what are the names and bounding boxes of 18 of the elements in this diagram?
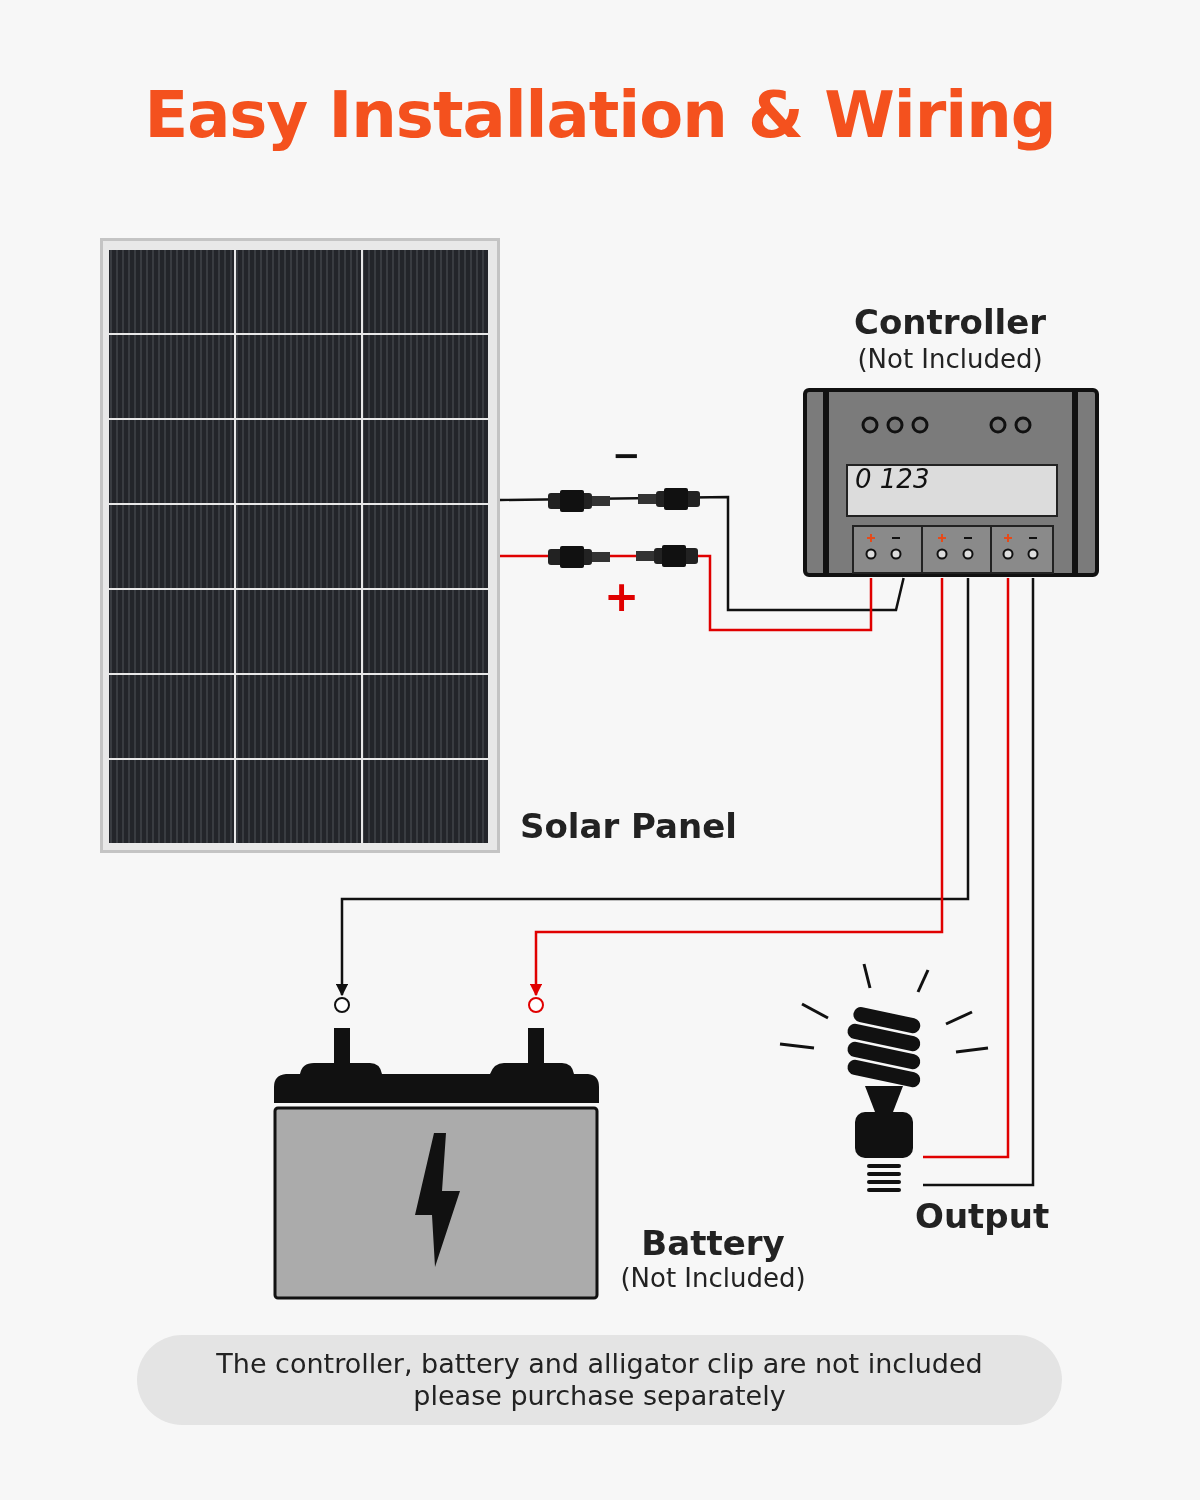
component-label: Solar Panel	[520, 806, 737, 846]
note-text: (Not Included)	[619, 1263, 807, 1293]
wire	[923, 578, 1035, 1187]
note-text: (Not Included)	[856, 344, 1044, 374]
polarity-sign: +	[604, 576, 640, 618]
wire	[529, 578, 944, 997]
wire	[500, 554, 873, 632]
wire	[335, 578, 970, 997]
wire	[500, 495, 905, 612]
display-readout: 0 123	[855, 466, 930, 492]
title: Easy Installation & Wiring	[143, 78, 1057, 152]
polarity-sign: −	[612, 438, 641, 472]
caption-text: The controller, battery and alligator clip are not included please purchase separately	[215, 1347, 984, 1413]
component-label: Output	[915, 1196, 1050, 1236]
heading-text: Controller	[853, 302, 1047, 342]
solar-panel-drawing	[100, 238, 500, 853]
heading-text: Battery	[640, 1223, 786, 1263]
wire	[923, 578, 1010, 1159]
